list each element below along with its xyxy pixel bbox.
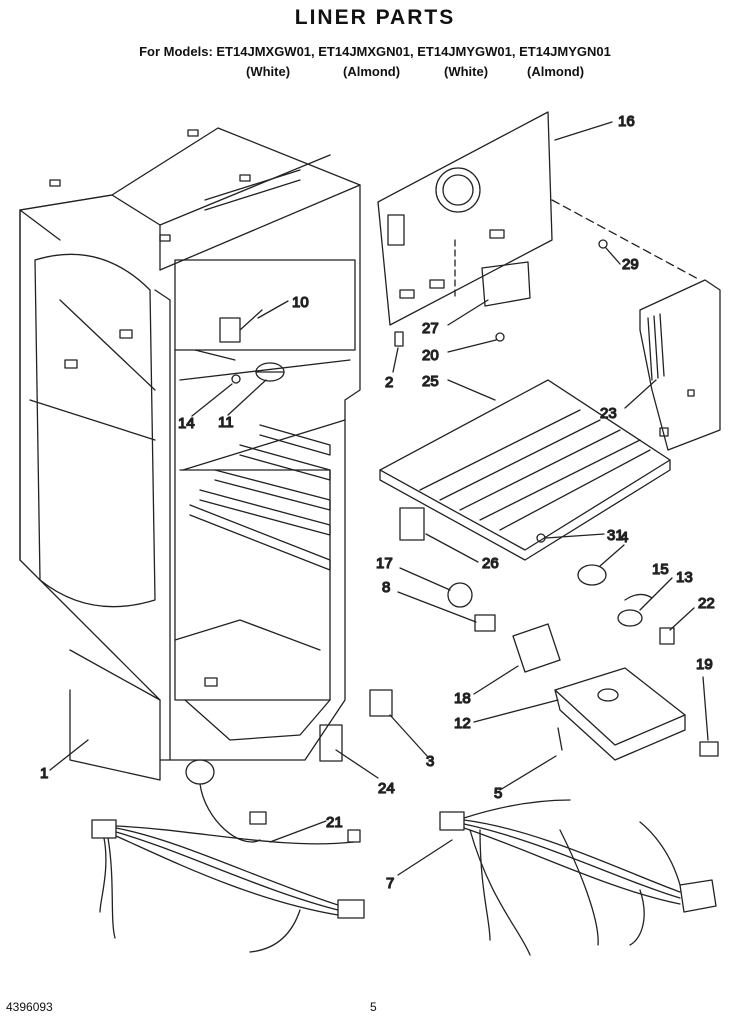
leader-lines (49, 121, 709, 876)
callout-17: 17 (376, 555, 393, 572)
back-panel-part-16 (377, 111, 701, 326)
grille-part-23 (639, 279, 721, 451)
wire-harness-part-7 (439, 799, 717, 956)
bracket-part-3 (369, 689, 393, 717)
color-label-1: (White) (246, 64, 291, 79)
connector-part-22 (659, 627, 675, 645)
color-label-3: (White) (444, 64, 489, 79)
sensor-part-13 (617, 609, 643, 627)
bracket-part-24 (319, 724, 343, 762)
callout-2: 2 (385, 374, 393, 391)
housing-part-12 (554, 667, 686, 761)
page-number: 5 (370, 1000, 377, 1014)
clip-part-2 (394, 331, 404, 347)
switch-part-26 (399, 507, 425, 541)
callout-14: 14 (178, 415, 195, 432)
callout-4: 4 (620, 529, 628, 546)
callout-7: 7 (386, 875, 394, 892)
callout-26: 26 (482, 555, 499, 572)
cover-part-27 (481, 261, 531, 307)
callout-11: 11 (218, 414, 234, 431)
color-label-4: (Almond) (527, 64, 585, 79)
callout-20: 20 (422, 347, 439, 364)
callout-29: 29 (622, 256, 639, 273)
callout-18: 18 (454, 690, 471, 707)
liner-cabinet (19, 127, 361, 781)
screw-part-5 (557, 727, 563, 751)
callout-12: 12 (454, 715, 471, 732)
screw-part-31 (536, 533, 546, 543)
model-list: For Models: ET14JMXGW01, ET14JMXGN01, ET… (139, 44, 611, 59)
callout-27: 27 (422, 320, 439, 337)
document-number: 4396093 (6, 1000, 53, 1014)
callout-5: 5 (494, 785, 502, 802)
socket-part-8 (474, 614, 496, 632)
callout-19: 19 (696, 656, 713, 673)
light-bulb-part-17 (447, 582, 473, 608)
fan-blade-part-11 (255, 362, 285, 382)
callout-8: 8 (382, 579, 390, 596)
callout-24: 24 (378, 780, 395, 797)
callout-13: 13 (676, 569, 693, 586)
callout-10: 10 (292, 294, 309, 311)
knob-part-4 (577, 564, 607, 586)
tab-part-19 (699, 741, 719, 757)
callout-1: 1 (40, 765, 48, 782)
page-title: LINER PARTS (294, 6, 456, 29)
wire-harness-part-21 (91, 759, 365, 953)
callout-25: 25 (422, 373, 439, 390)
callout-31: 31 (607, 527, 624, 544)
screw-part-14 (231, 374, 241, 384)
thermostat-part-10 (194, 309, 263, 361)
screw-part-20 (495, 332, 505, 342)
callout-23: 23 (600, 405, 617, 422)
callout-22: 22 (698, 595, 715, 612)
screw-part-29 (598, 239, 608, 249)
callout-16: 16 (618, 113, 635, 130)
tray-part-25 (379, 379, 671, 561)
color-label-2: (Almond) (343, 64, 401, 79)
callout-21: 21 (326, 814, 343, 831)
callout-3: 3 (426, 753, 434, 770)
clip-part-15 (624, 593, 653, 601)
callout-15: 15 (652, 561, 669, 578)
control-box-part-18 (512, 623, 561, 673)
